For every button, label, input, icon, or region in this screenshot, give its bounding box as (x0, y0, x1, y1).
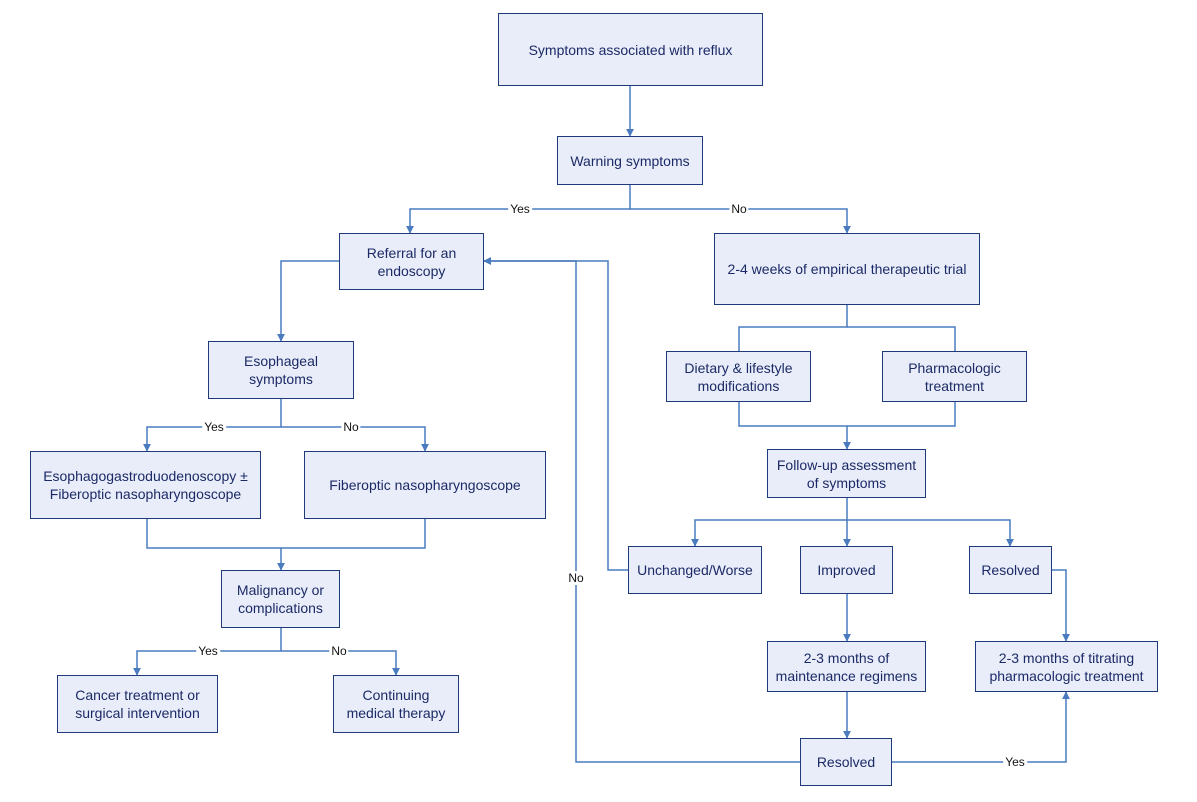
edge-resolved-to-titrating (1052, 569, 1070, 642)
node-titrating: 2-3 months of titrating pharmacologic tr… (975, 641, 1158, 692)
node-resolved-bottom: Resolved (800, 738, 892, 786)
edge-trial-to-dietary (738, 305, 848, 351)
node-esophageal-symptoms: Esophageal symptoms (208, 341, 354, 399)
node-empirical-trial: 2-4 weeks of empirical therapeutic trial (714, 233, 980, 305)
label-malignancy-no: No (329, 644, 349, 658)
node-cancer-treatment: Cancer treatment or surgical interventio… (57, 675, 218, 733)
edge-followup-to-resolved (847, 519, 1014, 547)
edge-egd-to-malignancy (146, 519, 285, 571)
node-fiberoptic: Fiberoptic nasopharyngoscope (304, 451, 546, 519)
label-malignancy-yes: Yes (196, 644, 220, 658)
node-followup: Follow-up assessment of symptoms (767, 449, 926, 498)
edge-esophageal-to-fiberoptic (281, 426, 429, 452)
label-esophageal-no: No (341, 420, 361, 434)
node-pharmacologic: Pharmacologic treatment (882, 351, 1027, 402)
node-egd: Esophagogastroduodenoscopy ± Fiberoptic … (30, 451, 261, 519)
edge-warning-to-trial (630, 208, 851, 234)
node-symptoms-reflux: Symptoms associated with reflux (498, 13, 763, 86)
node-resolved-right: Resolved (969, 546, 1052, 594)
label-warning-yes: Yes (508, 202, 532, 216)
edge-resolved-bottom-to-referral (483, 257, 800, 763)
node-warning-symptoms: Warning symptoms (557, 136, 703, 185)
node-unchanged: Unchanged/Worse (628, 546, 762, 594)
edge-fiberoptic-to-malignancy (281, 519, 426, 549)
edge-malignancy-to-continuing (281, 650, 400, 676)
node-improved: Improved (800, 546, 893, 594)
edge-followup-to-unchanged (691, 498, 848, 547)
edge-referral-to-esophageal (277, 260, 339, 342)
edge-dietary-to-followup (738, 402, 851, 450)
label-resolved-no: No (566, 571, 586, 585)
node-continuing-therapy: Continuing medical therapy (333, 675, 459, 733)
label-esophageal-yes: Yes (202, 420, 226, 434)
label-resolved-yes: Yes (1003, 755, 1027, 769)
node-malignancy: Malignancy or complications (221, 570, 340, 628)
node-referral-endoscopy: Referral for an endoscopy (339, 233, 484, 290)
label-warning-no: No (729, 202, 749, 216)
node-dietary: Dietary & lifestyle modifications (666, 351, 811, 402)
edge-unchanged-to-referral (483, 257, 628, 571)
edge-pharmacologic-to-followup (847, 402, 956, 427)
edge-resolved-bottom-to-titrating (892, 691, 1070, 763)
edge-trial-to-pharmacologic (847, 326, 956, 351)
node-maintenance: 2-3 months of maintenance regimens (767, 641, 926, 692)
